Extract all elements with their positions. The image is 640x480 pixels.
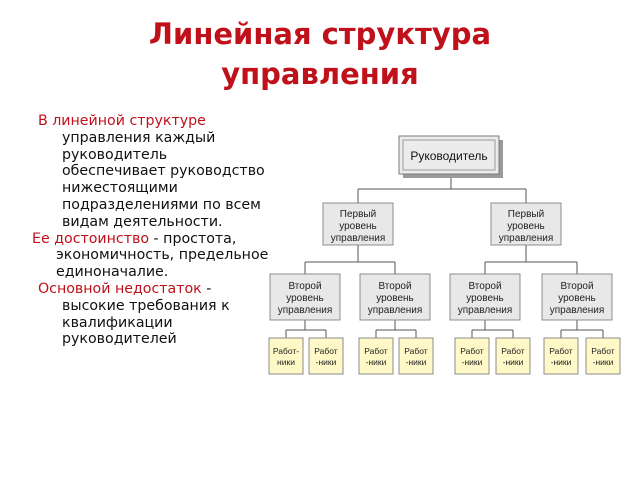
worker-node-4-line-2: -ники — [406, 357, 427, 367]
level2-node-2-line-2: уровень — [376, 293, 414, 304]
level1-node-2-line-2: уровень — [507, 221, 545, 232]
level2-node-4-line-1: Второй — [560, 281, 593, 292]
worker-node-4-line-1: Работ — [404, 346, 428, 356]
worker-node-2: Работ -ники — [308, 337, 344, 375]
level2-node-1-line-1: Второй — [288, 281, 321, 292]
level2-node-1: Второй уровень управления — [269, 273, 341, 321]
connector-lines — [285, 177, 604, 338]
level2-node-3-line-2: уровень — [466, 293, 504, 304]
level2-node-4-line-2: уровень — [558, 293, 596, 304]
worker-node-7-line-1: Работ — [549, 346, 573, 356]
advantage-body: - простота, экономичность, предельное ед… — [56, 230, 269, 281]
root-node-label: Руководитель — [410, 149, 487, 163]
worker-node-3: Работ -ники — [358, 337, 394, 375]
worker-node-8-line-2: -ники — [593, 357, 614, 367]
level2-node-2-line-3: управления — [368, 305, 423, 316]
worker-node-2-line-1: Работ — [314, 346, 338, 356]
level2-node-2: Второй уровень управления — [359, 273, 431, 321]
paragraph-disadvantage: Основной недостаток - высокие требования… — [38, 281, 270, 348]
level1-node-1: Первый уровень управления — [322, 202, 394, 246]
worker-node-5-line-2: -ники — [462, 357, 483, 367]
worker-node-6: Работ -ники — [495, 337, 531, 375]
disadvantage-body: - высокие требования к квалификации руко… — [62, 280, 230, 348]
worker-node-5: Работ -ники — [454, 337, 490, 375]
level1-node-2-line-3: управления — [499, 233, 554, 244]
level2-node-3: Второй уровень управления — [449, 273, 521, 321]
worker-node-6-line-1: Работ — [501, 346, 525, 356]
worker-node-5-line-1: Работ — [460, 346, 484, 356]
worker-node-6-line-2: -ники — [503, 357, 524, 367]
level2-node-1-line-2: уровень — [286, 293, 324, 304]
worker-node-2-line-2: -ники — [316, 357, 337, 367]
worker-node-8-line-1: Работ — [591, 346, 615, 356]
worker-node-8: Работ -ники — [585, 337, 621, 375]
description-text: В линейной структуре управления каждый р… — [32, 113, 270, 348]
slide-title-line-1: Линейная структура — [148, 17, 492, 51]
level2-node-1-line-3: управления — [278, 305, 333, 316]
slide-title: Линейная структура управления — [0, 14, 640, 94]
level1-node-2-line-1: Первый — [508, 209, 544, 220]
worker-node-1-line-1: Работ- — [273, 346, 299, 356]
level2-node-4-line-3: управления — [550, 305, 605, 316]
level1-node-1-line-3: управления — [331, 233, 386, 244]
worker-node-7: Работ -ники — [543, 337, 579, 375]
worker-node-3-line-2: -ники — [366, 357, 387, 367]
worker-node-7-line-2: -ники — [551, 357, 572, 367]
disadvantage-lead: Основной недостаток — [38, 280, 202, 297]
paragraph-advantage: Ее достоинство - простота, экономичность… — [32, 231, 270, 281]
slide-title-line-2: управления — [221, 57, 419, 91]
level2-node-2-line-1: Второй — [378, 281, 411, 292]
level2-node-3-line-1: Второй — [468, 281, 501, 292]
definition-lead: В линейной структуре — [38, 113, 206, 129]
level1-node-1-line-2: уровень — [339, 221, 377, 232]
worker-node-1: Работ- ники — [268, 337, 304, 375]
worker-node-1-line-2: ники — [277, 357, 295, 367]
level2-node-4: Второй уровень управления — [541, 273, 613, 321]
level2-node-3-line-3: управления — [458, 305, 513, 316]
root-node: Руководитель — [398, 135, 503, 178]
worker-node-4: Работ -ники — [398, 337, 434, 375]
definition-body: управления каждый руководитель обеспечив… — [62, 129, 265, 230]
level1-node-1-line-1: Первый — [340, 209, 376, 220]
paragraph-definition: В линейной структуре управления каждый р… — [38, 113, 270, 231]
level1-node-2: Первый уровень управления — [490, 202, 562, 246]
advantage-lead: Ее достоинство — [32, 230, 150, 247]
worker-node-3-line-1: Работ — [364, 346, 388, 356]
